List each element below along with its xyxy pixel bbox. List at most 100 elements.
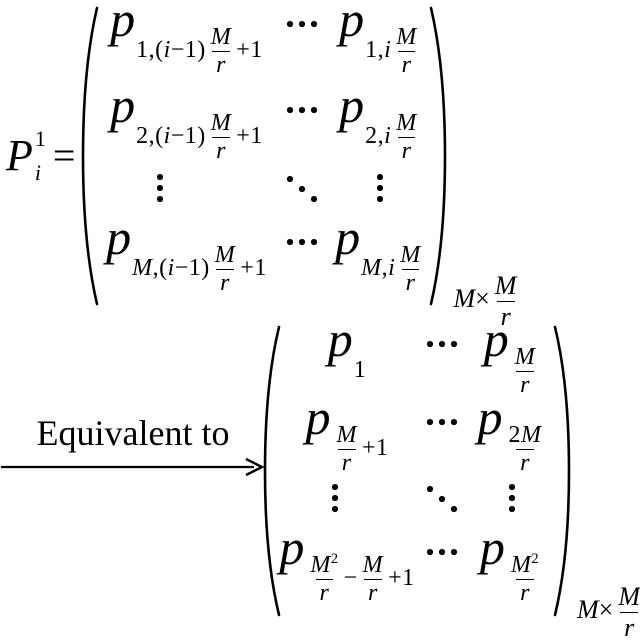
arrow-label: Equivalent to [36,413,230,453]
numerator: M [208,109,235,137]
denominator: r [516,370,534,398]
entry-base: p [328,314,353,364]
math-token: M [494,271,517,301]
math-token: M [577,595,599,625]
entry-base: p [478,392,503,442]
numerator: M [492,272,520,300]
math-token: M [210,23,232,50]
numerator: M [615,583,640,611]
math-token: M [400,241,421,268]
dot [451,506,457,512]
vdots-icon [146,174,174,202]
matrix-entry: p1 [328,314,367,382]
equivalence-arrow-group: Equivalent to [0,412,266,477]
math-token: M [514,343,536,370]
math-token: r [216,137,226,164]
cdots-icon [427,417,457,428]
entry-base: p [279,522,304,572]
dot [427,549,433,555]
dot [311,107,317,113]
dot [439,341,445,347]
dot [377,185,383,191]
vdots-icon [321,484,349,512]
math-token: p [339,0,365,47]
entry-base: p [339,80,364,130]
ddots-icon [427,486,457,514]
dot [509,484,515,490]
superscript: 2 [531,550,540,567]
math-token: M [210,109,232,136]
math-token: M [361,255,382,281]
numerator: M2 [508,550,542,579]
right-paren-icon [430,6,447,306]
cdots-icon [427,339,457,350]
numerator: M [393,110,420,137]
dot [439,549,445,555]
denominator: r [212,136,230,164]
math-token: M [214,241,236,268]
P-subscript: i [34,160,42,185]
math-token: M [132,255,153,281]
math-token: p [110,77,136,133]
math-token: r [500,301,511,331]
entry-base: p [106,212,131,262]
vdots-icon [366,174,394,202]
dot [509,506,515,512]
dot [451,341,457,347]
math-token: M [336,421,357,448]
equals-sign: = [52,133,76,178]
math-token: 2,( [136,123,164,149]
math-token: M [510,551,532,578]
dot [439,419,445,425]
math-token: r [216,51,226,78]
math-token: i [384,123,392,149]
math-token: r [520,449,530,476]
dot [157,174,163,180]
dot [439,496,445,502]
math-token: ,( [152,255,168,281]
superscript: 2 [330,550,339,567]
math-token: p [477,389,503,445]
math-token: −1) [170,37,206,63]
math-token: i [167,255,175,281]
math-token: r [624,612,635,642]
math-token: +1 [361,435,389,461]
entry-base: p [484,314,509,364]
math-token: p [110,0,136,47]
entry-base: p [305,392,330,442]
math-token: 1,( [136,37,164,63]
numerator: M [208,23,235,51]
dot [299,107,305,113]
dot [287,21,293,27]
numerator: 2M [506,422,545,449]
math-token: i [384,37,392,63]
dot [451,419,457,425]
cdots-icon [287,19,317,30]
dot [509,495,515,501]
math-token: M [618,582,640,612]
